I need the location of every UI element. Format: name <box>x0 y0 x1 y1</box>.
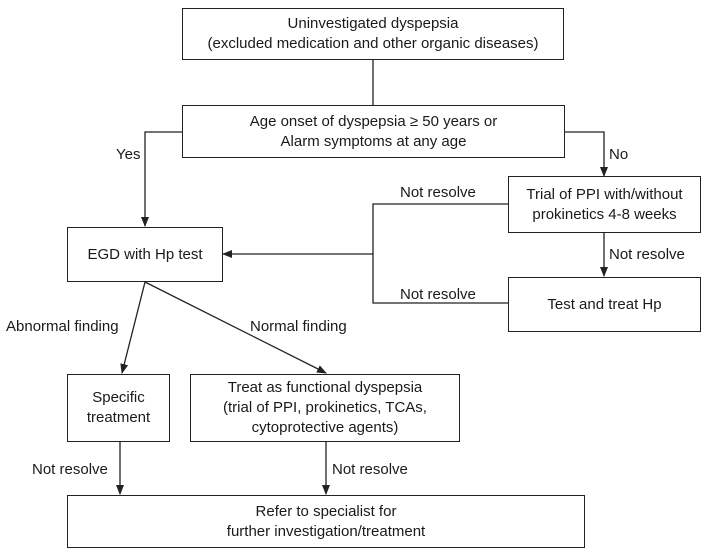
edge-label-not-resolve-hp: Not resolve <box>400 286 476 303</box>
node-text-line: (excluded medication and other organic d… <box>207 35 539 52</box>
node-text-line: Age onset of dyspepsia ≥ 50 years or <box>249 112 498 130</box>
edge-age-to-egd <box>141 131 182 227</box>
node-specific-treatment: Specific treatment <box>67 374 170 442</box>
node-text-line: EGD with Hp test <box>87 245 203 263</box>
edge-label-normal-finding: Normal finding <box>250 318 347 335</box>
edge-label-not-resolve-specific: Not resolve <box>32 461 108 478</box>
edge-label-not-resolve-ppi-down: Not resolve <box>609 246 685 263</box>
node-text-line: further investigation/treatment <box>226 522 426 540</box>
edge-label-no: No <box>609 146 629 163</box>
node-trial-of-ppi: Trial of PPI with/without prokinetics 4-… <box>508 176 701 233</box>
edge-label-yes: Yes <box>116 146 141 163</box>
node-refer-to-specialist: Refer to specialist for further investig… <box>67 495 585 548</box>
node-text-line: Uninvestigated dyspepsia <box>287 15 459 32</box>
edge-egd-to-functional <box>144 281 327 374</box>
edge-egd-to-specific <box>120 281 146 374</box>
node-text-line: (trial of PPI, prokinetics, TCAs, <box>223 399 427 416</box>
node-text-line: prokinetics 4-8 weeks <box>532 205 677 223</box>
node-text-line: Test and treat Hp <box>547 295 662 313</box>
node-text-line: cytoprotective agents) <box>251 419 399 436</box>
node-text-line: Trial of PPI with/without <box>526 185 683 203</box>
node-text-line: Specific <box>92 389 145 406</box>
edge-label-not-resolve-functional: Not resolve <box>332 461 408 478</box>
node-text-line: treatment <box>86 409 151 426</box>
edge-age-to-ppi <box>565 131 608 177</box>
node-functional-dyspepsia: Treat as functional dyspepsia (trial of … <box>190 374 460 442</box>
node-uninvestigated-dyspepsia: Uninvestigated dyspepsia (excluded medic… <box>182 8 564 60</box>
edge-label-not-resolve-ppi-left: Not resolve <box>400 184 476 201</box>
node-text-line: Treat as functional dyspepsia <box>227 379 423 396</box>
node-age-or-alarm: Age onset of dyspepsia ≥ 50 years or Ala… <box>182 105 565 158</box>
node-egd-with-hp-test: EGD with Hp test <box>67 227 223 282</box>
node-text-line: Alarm symptoms at any age <box>280 132 467 150</box>
edge-label-abnormal-finding: Abnormal finding <box>6 318 119 335</box>
node-text-line: Refer to specialist for <box>255 502 397 520</box>
node-test-and-treat-hp: Test and treat Hp <box>508 277 701 332</box>
